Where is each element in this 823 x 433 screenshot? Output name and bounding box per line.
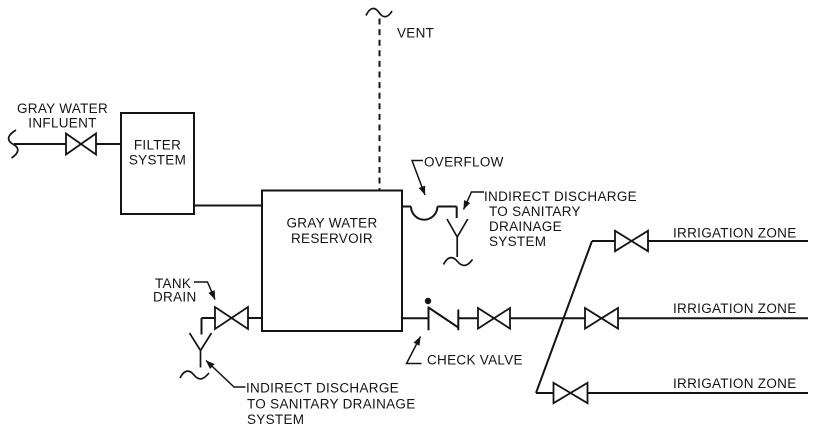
filter-system-box <box>120 112 195 215</box>
check-valve-leader-arrow-icon <box>405 336 422 365</box>
indirect-drain-label-line3: SYSTEM <box>247 412 304 427</box>
influent-shutoff-valve-icon <box>65 131 97 157</box>
gray-water-reservoir-box <box>261 189 403 332</box>
irrigation-middle-valve-icon <box>584 306 619 331</box>
indirect-overflow-label-line1: INDIRECT DISCHARGE <box>484 189 637 204</box>
influent-label-line2: INFLUENT <box>28 116 96 131</box>
vent-break-icon <box>365 7 393 18</box>
indirect-overflow-leader-arrow-icon <box>462 191 484 210</box>
diagram-labels: GRAY WATER INFLUENT FILTER SYSTEM GRAY W… <box>17 26 797 428</box>
pipe-network <box>14 143 808 394</box>
indirect-drain-leader-arrow-icon <box>205 359 246 388</box>
tank-drain-valve-icon <box>214 305 249 331</box>
irrigation-zone-middle-label: IRRIGATION ZONE <box>673 301 797 316</box>
irrigation-top-valve-icon <box>614 229 649 253</box>
manifold-riser-pipe <box>535 240 593 394</box>
overflow-indirect-waste-funnel-icon <box>442 218 474 267</box>
influent-pipe-break-icon <box>7 129 19 159</box>
check-valve-dot <box>424 297 432 305</box>
overflow-pipe <box>402 205 458 221</box>
filter-label-line2: SYSTEM <box>129 153 186 168</box>
indirect-overflow-label-line4: SYSTEM <box>489 234 546 249</box>
reservoir-label-line1: GRAY WATER <box>286 216 377 231</box>
overflow-label: OVERFLOW <box>424 155 504 170</box>
drain-indirect-waste-funnel-icon <box>179 332 213 380</box>
irrigation-bottom-valve-icon <box>552 381 589 405</box>
indirect-overflow-label-line3: DRAINAGE <box>489 219 562 234</box>
indirect-drain-label-line2: TO SANITARY DRAINAGE <box>247 397 416 412</box>
reservoir-label-line2: RESERVOIR <box>291 231 373 246</box>
check-valve-label: CHECK VALVE <box>427 353 523 368</box>
indirect-drain-label-line1: INDIRECT DISCHARGE <box>246 381 399 396</box>
tank-drain-pipe <box>200 317 262 335</box>
overflow-pipe-break-icon <box>442 256 474 267</box>
check-valve-icon <box>424 297 460 331</box>
irrigation-zone-top-label: IRRIGATION ZONE <box>673 226 797 241</box>
tank-drain-leader-arrow-icon <box>194 281 216 300</box>
indirect-overflow-label-line2: TO SANITARY <box>489 204 581 219</box>
outlet-gate-valve-icon <box>477 306 511 331</box>
tank-drain-label-line1: TANK <box>155 276 191 291</box>
vent-label: VENT <box>397 26 434 41</box>
drain-pipe-break-icon <box>179 370 210 380</box>
influent-label-line1: GRAY WATER <box>17 101 108 116</box>
tank-drain-label-line2: DRAIN <box>153 290 197 305</box>
irrigation-zone-bottom-label: IRRIGATION ZONE <box>673 376 797 391</box>
filter-label-line1: FILTER <box>134 138 181 153</box>
overflow-leader-arrow-icon <box>410 159 426 196</box>
